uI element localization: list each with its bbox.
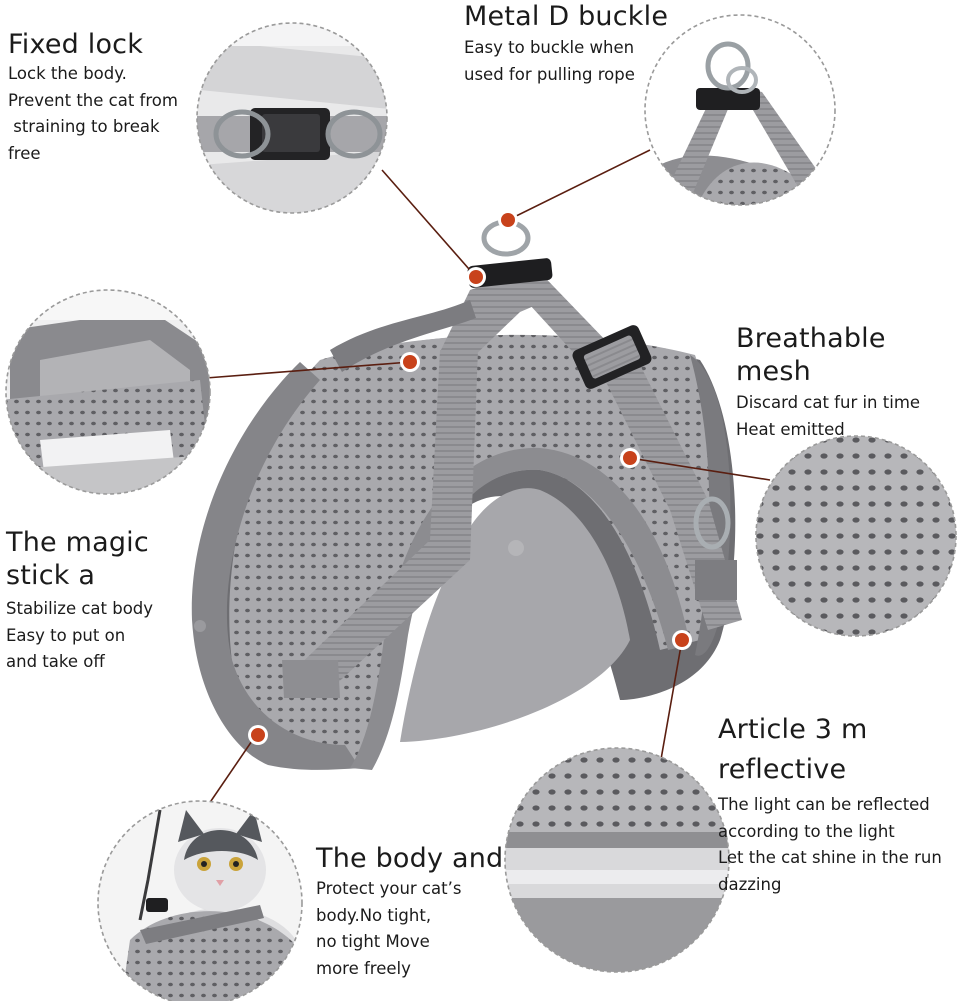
metal-d-buckle-description: Easy to buckle when used for pulling rop… — [464, 35, 668, 88]
reflective-line: according to the light — [718, 821, 895, 841]
fixed-lock-line: free — [8, 143, 41, 163]
leader-lines — [197, 149, 771, 821]
breathable-mesh-description: Discard cat fur in time Heat emitted — [736, 390, 962, 443]
fixed-lock-callout: Fixed lock Lock the body. Prevent the ca… — [8, 28, 178, 167]
cat-wearing-harness-photo — [97, 800, 303, 1001]
reflective-strip-detail-photo — [504, 747, 730, 973]
breathable-mesh-callout: Breathable mesh Discard cat fur in time … — [736, 322, 962, 443]
magic-stick-line: Stabilize cat body — [6, 599, 154, 618]
body-callout: The body and Protect your cat’s body.No … — [316, 842, 503, 982]
body-line: no tight Move — [316, 932, 430, 951]
magic-stick-callout: The magic stick a Stabilize cat body Eas… — [6, 526, 153, 676]
magic-stick-title-line: stick a — [6, 560, 96, 591]
magic-stick-title-line: The magic — [6, 527, 149, 558]
breathable-mesh-title: Breathable mesh — [736, 323, 886, 387]
breathable-mesh-line: Discard cat fur in time — [736, 393, 921, 412]
body-line: more freely — [316, 958, 411, 978]
velcro-detail-photo — [5, 289, 211, 495]
breathable-mesh-line: Heat emitted — [736, 419, 845, 439]
body-title: The body and — [316, 843, 504, 874]
marker-dots — [248, 210, 692, 745]
reflective-title: Article 3 m reflective — [718, 710, 942, 790]
magic-stick-description: Stabilize cat body Easy to put on and ta… — [6, 596, 153, 676]
reflective-line: dazzing — [718, 874, 782, 894]
fixed-lock-description: Lock the body. Prevent the cat from stra… — [8, 61, 178, 167]
reflective-title-line: reflective — [718, 754, 847, 785]
reflective-callout: Article 3 m reflective The light can be … — [718, 710, 942, 898]
mesh-detail-photo — [755, 435, 957, 637]
fixed-lock-title: Fixed lock — [8, 29, 144, 60]
metal-d-buckle-line: Easy to buckle when — [464, 38, 635, 57]
reflective-line: Let the cat shine in the run — [718, 848, 942, 867]
body-line: Protect your cat’s — [316, 879, 462, 898]
body-line: body.No tight, — [316, 905, 432, 925]
d-ring-detail-photo — [644, 14, 836, 206]
fixed-lock-line: straining to break — [8, 117, 160, 136]
magic-stick-line: and take off — [6, 652, 105, 671]
magic-stick-line: Easy to put on — [6, 625, 126, 645]
metal-d-buckle-line: used for pulling rope — [464, 64, 635, 84]
metal-d-buckle-callout: Metal D buckle Easy to buckle when used … — [464, 0, 668, 88]
metal-d-buckle-title: Metal D buckle — [464, 1, 669, 32]
harness-product-photo — [191, 219, 742, 770]
buckle-detail-photo — [196, 22, 388, 214]
reflective-description: The light can be reflected according to … — [718, 792, 942, 898]
reflective-line: The light can be reflected — [718, 795, 930, 814]
body-description: Protect your cat’s body.No tight, no tig… — [316, 876, 503, 982]
reflective-title-line: Article 3 m — [718, 714, 868, 745]
fixed-lock-line: Lock the body. — [8, 64, 127, 83]
fixed-lock-line: Prevent the cat from — [8, 90, 178, 110]
magic-stick-title: The magic stick a — [6, 526, 153, 592]
